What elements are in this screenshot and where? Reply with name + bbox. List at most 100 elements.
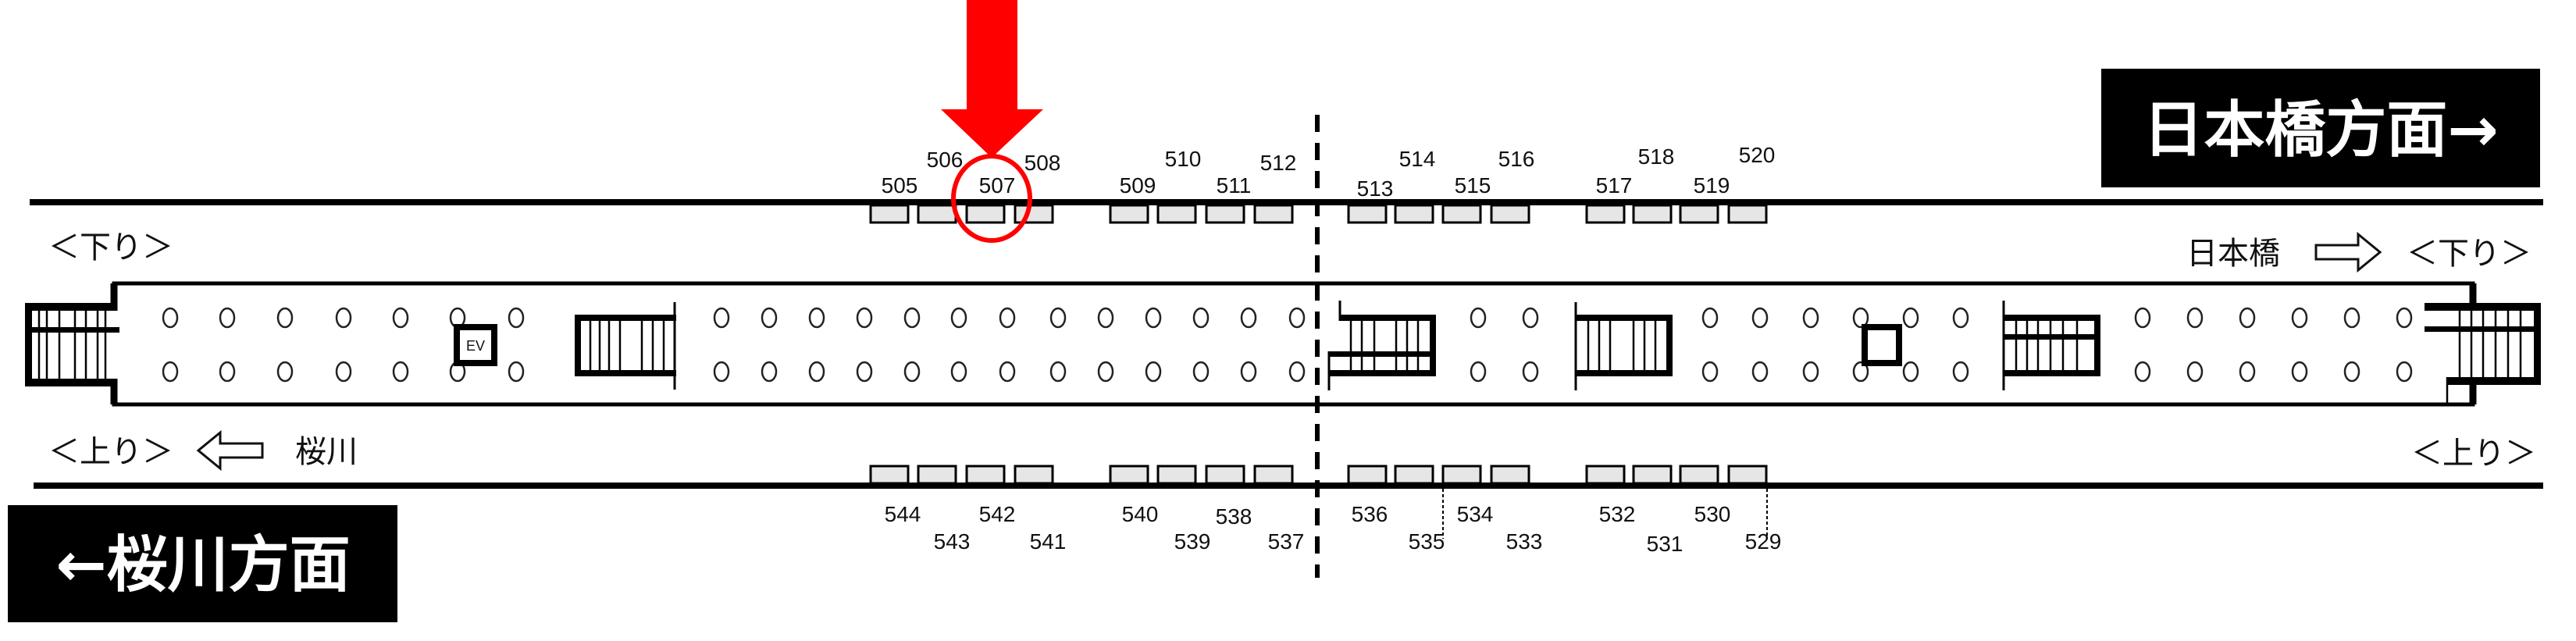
door-number-bottom: 541 (1030, 529, 1067, 554)
pillar-icon (808, 361, 825, 383)
label-up-right: ＜上り＞ (2411, 436, 2536, 472)
door-number-bottom: 544 (885, 502, 921, 526)
pillar-icon (1852, 361, 1869, 383)
pillar-icon (713, 307, 730, 329)
door-marker-bottom (1679, 465, 1719, 485)
door-marker-bottom (1441, 465, 1482, 485)
pillar-icon (950, 361, 967, 383)
platform-edge-bottom (34, 483, 2543, 489)
door-number-top: 509 (1120, 173, 1156, 198)
pillar-icon (335, 307, 352, 329)
pillar-icon (1288, 307, 1306, 329)
pillar-icon (1522, 361, 1539, 383)
door-number-top: 520 (1739, 143, 1776, 167)
pillar-icon (1701, 361, 1719, 383)
door-number-bottom: 543 (934, 529, 971, 554)
pillar-icon (1952, 307, 1969, 329)
pillar-icon (2396, 307, 2413, 329)
stairs-left-end-icon (25, 303, 119, 386)
pillar-icon (1701, 307, 1719, 329)
pillar-icon (2291, 307, 2308, 329)
door-marker-top (1727, 204, 1768, 224)
door-marker-top (1253, 204, 1294, 224)
elevator-2-icon (1862, 324, 1902, 366)
label-dest-sakuragawa: 桜川 (295, 434, 358, 470)
door-marker-top (1014, 204, 1054, 224)
door-marker-top (1679, 204, 1719, 224)
door-marker-top (1632, 204, 1673, 224)
door-number-top: 515 (1455, 173, 1491, 198)
door-number-top: 507 (979, 173, 1016, 198)
door-number-top: 518 (1638, 144, 1675, 169)
label-dest-nihombashi: 日本橋 (2186, 236, 2280, 272)
door-marker-bottom (917, 465, 957, 485)
pillar-icon (1288, 361, 1306, 383)
pillar-icon (219, 307, 236, 329)
door-number-bottom: 542 (979, 502, 1016, 526)
pillar-icon (1240, 361, 1257, 383)
pillar-icon (1902, 361, 1919, 383)
pillar-icon (903, 307, 921, 329)
door-number-top: 517 (1596, 173, 1633, 198)
sign-sakuragawa-text: ←桜川方面 (55, 530, 350, 600)
door-number-bottom: 532 (1599, 502, 1636, 526)
pillar-icon (1470, 361, 1487, 383)
door-marker-bottom (1727, 465, 1768, 485)
pillar-icon (1192, 307, 1210, 329)
door-marker-bottom (1347, 465, 1388, 485)
sign-nihombashi-text: 日本橋方面→ (2143, 95, 2498, 166)
door-number-top: 519 (1694, 173, 1730, 198)
pillar-icon (1522, 307, 1539, 329)
door-marker-top (917, 204, 957, 224)
pillar-icon (162, 307, 179, 329)
pillar-icon (999, 307, 1016, 329)
pillar-icon (2396, 361, 2413, 383)
pillar-icon (276, 361, 294, 383)
door-number-bottom: 534 (1457, 502, 1494, 526)
pillar-icon (1049, 307, 1067, 329)
pillar-icon (2239, 307, 2256, 329)
door-marker-bottom (1632, 465, 1673, 485)
pillar-icon (219, 361, 236, 383)
door-number-top: 513 (1357, 176, 1394, 201)
door-number-bottom: 533 (1506, 529, 1543, 554)
door-marker-bottom (1205, 465, 1245, 485)
pillar-icon (2134, 361, 2151, 383)
door-marker-bottom (965, 465, 1006, 485)
pillar-icon (1802, 307, 1819, 329)
pillar-icon (903, 361, 921, 383)
door-marker-top (1156, 204, 1197, 224)
door-marker-bottom (1394, 465, 1434, 485)
door-number-bottom: 537 (1268, 529, 1305, 554)
door-marker-top (869, 204, 910, 224)
pillars (162, 307, 2413, 383)
pillar-icon (2343, 307, 2360, 329)
door-marker-bottom (1014, 465, 1054, 485)
door-number-bottom: 538 (1216, 504, 1252, 529)
pillar-icon (335, 361, 352, 383)
elevator-label: EV (466, 338, 485, 354)
top-door-markers: 5055065075085095105115125135145155165175… (869, 143, 1776, 224)
pillar-icon (392, 361, 409, 383)
door-marker-bottom (869, 465, 910, 485)
pillar-icon (761, 307, 778, 329)
pillar-icon (1240, 307, 1257, 329)
door-marker-top (1109, 204, 1149, 224)
door-marker-top (1205, 204, 1245, 224)
door-number-bottom: 540 (1122, 502, 1159, 526)
pillar-icon (856, 361, 873, 383)
door-number-top: 512 (1260, 151, 1297, 175)
sign-nihombashi-direction: 日本橋方面→ (2101, 69, 2540, 187)
pillar-icon (1145, 307, 1162, 329)
arrow-left-outline-icon (196, 429, 264, 472)
pillar-icon (1852, 307, 1869, 329)
stairs-right-end-icon (2425, 303, 2541, 403)
door-number-bottom: 539 (1174, 529, 1211, 554)
stairs-3-icon (1574, 302, 1673, 390)
arrow-right-outline-icon (2314, 231, 2382, 273)
label-up-left: ＜上り＞ (48, 434, 173, 470)
pillar-icon (1802, 361, 1819, 383)
elevator-icon: EV (454, 324, 497, 366)
pillar-icon (162, 361, 179, 383)
